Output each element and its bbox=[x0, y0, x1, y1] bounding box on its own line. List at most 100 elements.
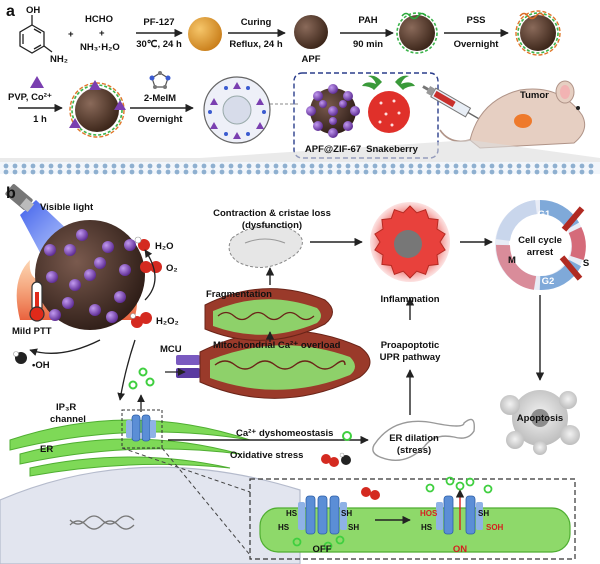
membrane-bead bbox=[417, 163, 423, 169]
membrane-bead bbox=[381, 169, 387, 175]
oh-radical-label: •OH bbox=[32, 360, 50, 371]
membrane-bead bbox=[354, 163, 360, 169]
membrane-bead bbox=[75, 163, 81, 169]
membrane-bead bbox=[30, 163, 36, 169]
membrane-bead bbox=[282, 169, 288, 175]
channel-zoom-box bbox=[121, 409, 163, 449]
step3-top-label: PAH bbox=[358, 15, 377, 26]
membrane-bead bbox=[3, 169, 9, 175]
membrane-bead bbox=[237, 169, 243, 175]
on-label: ON bbox=[453, 544, 467, 555]
membrane-bead bbox=[309, 169, 315, 175]
lamp-icon bbox=[5, 184, 35, 213]
inset-connector-2 bbox=[161, 447, 251, 556]
membrane-bead bbox=[93, 163, 99, 169]
phase-s-label: S bbox=[583, 258, 589, 269]
membrane-bead bbox=[372, 169, 378, 175]
membrane-bead bbox=[390, 163, 396, 169]
membrane-bead bbox=[273, 163, 279, 169]
membrane-bead bbox=[318, 163, 324, 169]
er-dilation-shape bbox=[372, 418, 475, 461]
er-dilation-label-2: (stress) bbox=[397, 445, 431, 456]
tumor-label: Tumor bbox=[520, 90, 549, 101]
membrane-bead bbox=[471, 163, 477, 169]
syringe-icon bbox=[422, 85, 486, 124]
membrane-bead bbox=[246, 169, 252, 175]
apf-sphere bbox=[294, 15, 328, 49]
zif-particle bbox=[124, 239, 136, 251]
membrane-bead bbox=[417, 169, 423, 175]
inset-ca-ions-off bbox=[292, 535, 345, 551]
membrane-bead bbox=[327, 163, 333, 169]
membrane-bead bbox=[102, 163, 108, 169]
membrane-bead bbox=[120, 163, 126, 169]
membrane-bead bbox=[138, 169, 144, 175]
step4-bottom-label: Overnight bbox=[454, 39, 500, 50]
er-label: ER bbox=[40, 444, 53, 455]
zif-particle bbox=[84, 269, 96, 281]
apf-pss-sphere bbox=[515, 10, 561, 56]
step3-bottom-label: 90 min bbox=[353, 39, 383, 50]
membrane-bead bbox=[84, 163, 90, 169]
inflammation-cell bbox=[370, 202, 450, 282]
pvp-coated-sphere bbox=[69, 80, 126, 138]
membrane-bead bbox=[129, 169, 135, 175]
membrane-bead bbox=[219, 169, 225, 175]
zif-particle bbox=[119, 264, 131, 276]
membrane-bead bbox=[291, 169, 297, 175]
ca-dyshomeostasis-label: Ca²⁺ dyshomeostasis bbox=[236, 428, 333, 439]
snakeberry-icon bbox=[362, 75, 415, 133]
membrane-bead bbox=[21, 163, 27, 169]
snakeberry-label: Snakeberry bbox=[366, 144, 418, 155]
membrane-bead bbox=[300, 169, 306, 175]
zif-particle bbox=[46, 271, 58, 283]
membrane-bead bbox=[444, 169, 450, 175]
membrane-bead bbox=[39, 169, 45, 175]
curved-arrow-right bbox=[144, 249, 156, 301]
membrane-bead bbox=[183, 169, 189, 175]
membrane-bead bbox=[516, 163, 522, 169]
h2o2-label: H₂O₂ bbox=[156, 316, 179, 327]
membrane-bead bbox=[525, 163, 531, 169]
aminophenol-structure-icon bbox=[19, 15, 53, 54]
membrane-bead bbox=[255, 163, 261, 169]
membrane-bead bbox=[120, 169, 126, 175]
contraction-label-2: (dysfunction) bbox=[242, 220, 302, 231]
apoptosis-cell bbox=[500, 390, 580, 455]
projection-wedge bbox=[0, 140, 600, 168]
arrow-to-channel bbox=[117, 339, 136, 401]
membrane-bead bbox=[453, 169, 459, 175]
membrane-bead bbox=[345, 163, 351, 169]
membrane-bead bbox=[57, 163, 63, 169]
membrane-bead bbox=[426, 163, 432, 169]
membrane-bead bbox=[210, 163, 216, 169]
membrane-bead bbox=[363, 163, 369, 169]
membrane-bead bbox=[129, 163, 135, 169]
membrane-bead bbox=[507, 163, 513, 169]
zif-particle bbox=[62, 297, 74, 309]
step2-top-label: Curing bbox=[241, 17, 272, 28]
inset-connector-1 bbox=[121, 447, 251, 493]
membrane-bead bbox=[498, 163, 504, 169]
pss-squiggle-icon bbox=[519, 12, 545, 20]
membrane-bead bbox=[408, 169, 414, 175]
membrane-bead bbox=[264, 169, 270, 175]
mcu-label: MCU bbox=[160, 344, 182, 355]
membrane-bead bbox=[156, 169, 162, 175]
zif-particle bbox=[44, 244, 56, 256]
contraction-label-1: Contraction & cristae loss bbox=[213, 208, 331, 219]
big-nanoparticle bbox=[35, 220, 145, 330]
membrane-bead bbox=[408, 163, 414, 169]
step2-bottom-label: Reflux, 24 h bbox=[229, 39, 283, 50]
inflammation-label: Inflammation bbox=[380, 294, 439, 305]
membrane-bead bbox=[192, 163, 198, 169]
inset-ros-icon bbox=[361, 487, 380, 500]
membrane-bead bbox=[246, 163, 252, 169]
membrane-bead bbox=[543, 169, 549, 175]
plus-sign-2: + bbox=[99, 28, 105, 39]
membrane-bead bbox=[147, 163, 153, 169]
membrane-bead bbox=[453, 163, 459, 169]
membrane-bead bbox=[309, 163, 315, 169]
inset-hs-1: HS bbox=[286, 509, 298, 518]
pvp-triangle-icon bbox=[30, 76, 44, 88]
